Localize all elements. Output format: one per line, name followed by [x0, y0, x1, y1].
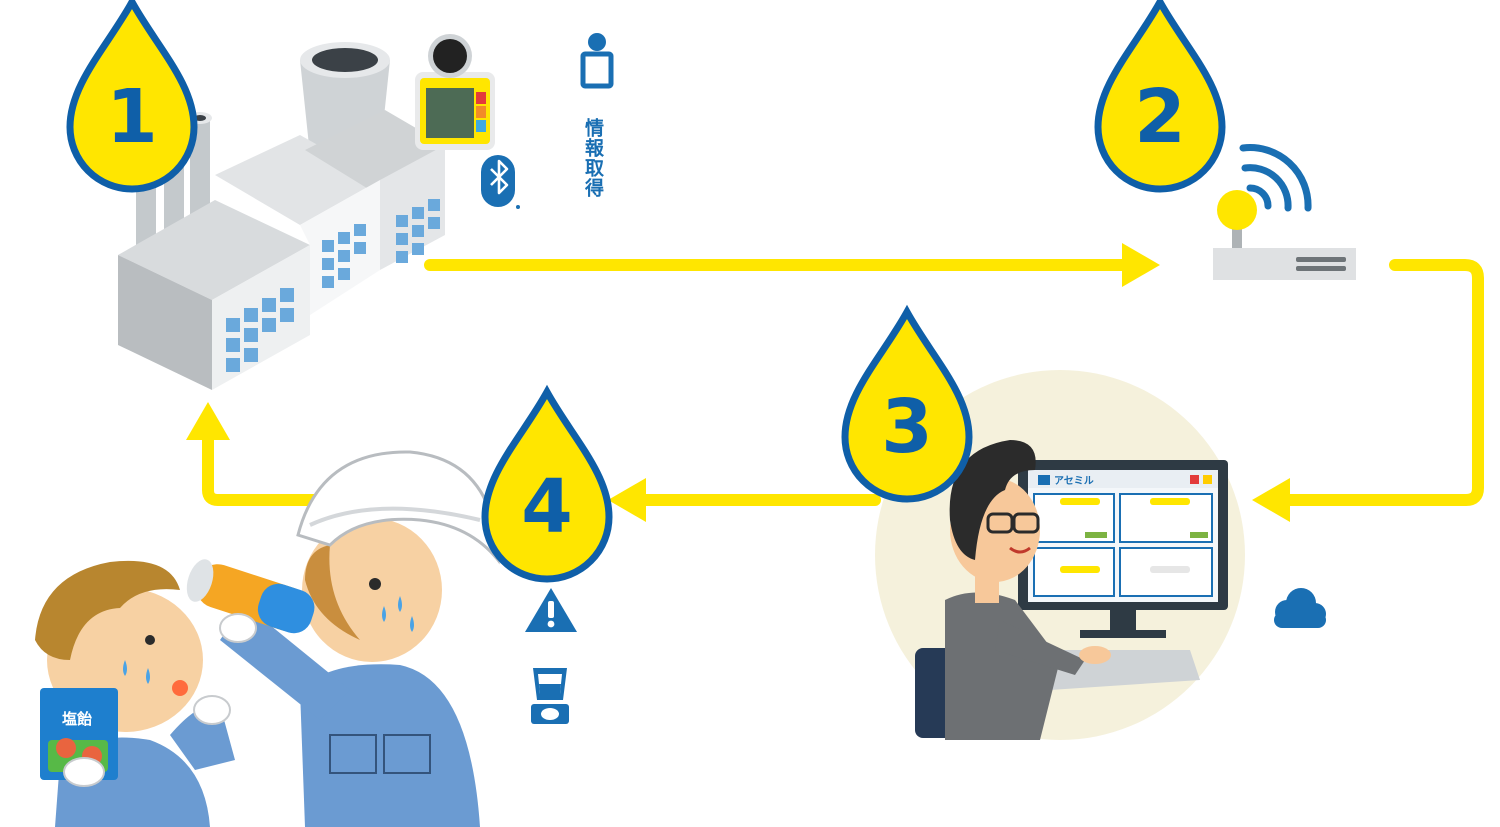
step-2-number: 2	[1134, 74, 1186, 160]
candy-pack-label: 塩飴	[62, 710, 92, 728]
arrow-router-to-pc	[1279, 259, 1484, 506]
wearable-sensor-device	[415, 34, 495, 150]
arrowhead-up	[186, 402, 230, 440]
step-3-drop: 3	[845, 312, 969, 499]
flow-arrows	[202, 259, 1484, 506]
arrow-worker-to-factory	[202, 429, 336, 506]
screen-app-title: アセミル	[1054, 475, 1094, 487]
cloud-icon	[1274, 588, 1326, 628]
arrowhead-right	[1122, 243, 1160, 287]
worker-badge-icon	[580, 33, 614, 89]
info-acquisition-label: 情報取得	[582, 118, 604, 198]
step-3-number: 3	[881, 384, 933, 470]
step-2-drop: 2	[1098, 2, 1222, 189]
workers-hydrating-illustration: 塩飴	[35, 450, 500, 827]
step-1-drop: 1	[70, 2, 194, 189]
salt-tablet-icon	[531, 704, 569, 724]
bluetooth-icon	[481, 155, 520, 209]
arrowhead-left-pc	[1252, 478, 1290, 522]
warning-icon	[525, 588, 577, 632]
step-1-number: 1	[106, 74, 158, 160]
drink-icon	[533, 668, 567, 700]
router-icon	[1213, 190, 1356, 280]
arrowhead-left-worker	[608, 478, 646, 522]
wifi-icon	[1239, 144, 1312, 212]
step-4-drop: 4	[485, 392, 609, 579]
step-4-number: 4	[521, 464, 573, 550]
arrow-heads	[186, 243, 1290, 522]
